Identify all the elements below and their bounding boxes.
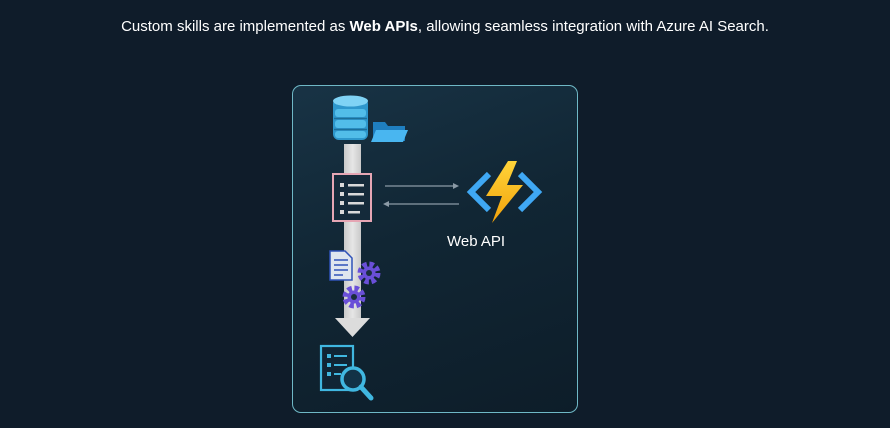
search-index-icon: [319, 344, 374, 401]
caption-emphasis: Web APIs: [349, 18, 418, 35]
azure-function-icon: [466, 161, 543, 223]
gear-icon: [342, 285, 366, 309]
caption-suffix: , allowing seamless integration with Azu…: [417, 18, 769, 35]
database-icon: [333, 95, 368, 140]
request-arrow: [385, 183, 459, 189]
folder-icon: [371, 122, 408, 142]
diagram-panel: Web API: [292, 85, 578, 413]
web-api-label: Web API: [447, 233, 506, 250]
page-caption: Custom skills are implemented as Web API…: [0, 16, 890, 38]
document-icon: [329, 250, 353, 281]
response-arrow: [383, 201, 459, 207]
caption-prefix: Custom skills are implemented as: [121, 18, 350, 35]
skillset-document-icon: [332, 173, 372, 222]
pipeline-diagram: [319, 95, 543, 401]
gear-icon: [357, 261, 381, 285]
